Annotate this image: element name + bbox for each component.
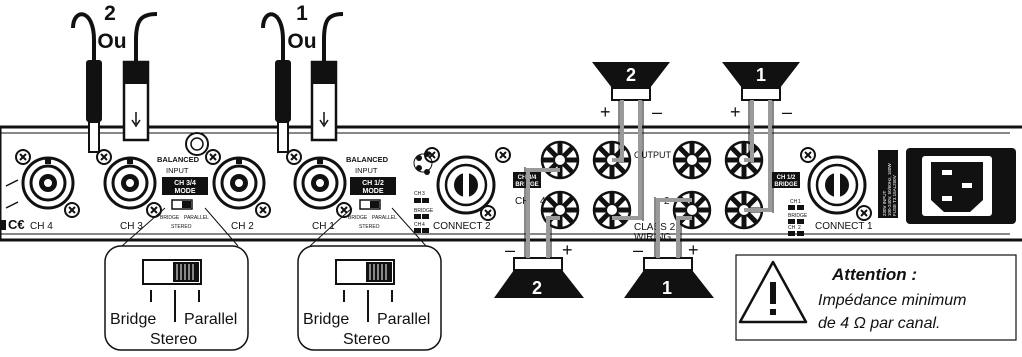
svg-text:BRIDGE: BRIDGE — [788, 213, 808, 219]
svg-text:PARALLEL: PARALLEL — [372, 215, 397, 221]
svg-text:100-240V, 50/60Hz, 160W: 100-240V, 50/60Hz, 160W — [887, 163, 892, 216]
svg-text:CH: CH — [790, 199, 798, 205]
switch-zoom-1: Bridge Parallel Stereo — [104, 245, 249, 351]
svg-text:–: – — [782, 102, 792, 122]
input-label-34: INPUT — [166, 166, 189, 175]
svg-text:4: 4 — [422, 222, 425, 228]
link-jack-right: CH 1 BRIDGE CH 2 — [788, 199, 808, 236]
svg-text:CH 1/2: CH 1/2 — [777, 175, 796, 181]
balanced-label-34: BALANCED — [157, 155, 200, 164]
speakon-connect-1 — [807, 155, 867, 215]
xlr-cable-1 — [322, 12, 344, 62]
svg-text:Stereo: Stereo — [150, 331, 197, 348]
speaker-2-top: 2 + – — [592, 62, 670, 122]
svg-text:–: – — [652, 102, 662, 122]
svg-text:BRIDGE: BRIDGE — [160, 215, 180, 221]
svg-text:1: 1 — [662, 278, 672, 298]
svg-text:2: 2 — [626, 65, 636, 85]
xlr-jack-ch3 — [103, 156, 157, 210]
link-jack-left: CH 3 BRIDGE CH 4 — [413, 151, 434, 233]
cable-2-number: 2 — [104, 2, 116, 25]
speaker-wires — [526, 100, 772, 258]
cable-1-number: 1 — [296, 2, 308, 25]
svg-text:Parallel: Parallel — [184, 311, 237, 328]
svg-text:+: + — [562, 240, 573, 260]
svg-text:CH: CH — [515, 196, 529, 207]
svg-text:PARALLEL: PARALLEL — [184, 215, 209, 221]
ce-mark: C€ — [8, 217, 25, 232]
xlr-jack-ch4 — [21, 156, 75, 210]
svg-text:+: + — [600, 102, 611, 122]
speakon-connect-2 — [436, 155, 496, 215]
svg-text:2: 2 — [798, 225, 801, 231]
svg-text:Parallel: Parallel — [377, 311, 430, 328]
cable-2-ou: Ou — [97, 30, 126, 53]
attention-line2: de 4 Ω par canal. — [818, 315, 940, 332]
ch2-label: CH 2 — [231, 221, 254, 232]
svg-text:STEREO: STEREO — [359, 224, 380, 230]
xlr-jack-ch2 — [212, 156, 266, 210]
amp-chassis-outline — [0, 125, 1022, 242]
ch4-label: CH 4 — [30, 221, 53, 232]
ch12-mode-line2: MODE — [363, 188, 384, 195]
ch34-mode-line1: CH 3/4 — [174, 180, 196, 187]
connect-1-label: CONNECT 1 — [815, 221, 873, 232]
speaker-1-bottom: 1 – + — [624, 240, 714, 298]
svg-text:BRIDGE: BRIDGE — [348, 215, 368, 221]
ch34-mode-line2: MODE — [175, 188, 196, 195]
trs-cable-2 — [71, 12, 96, 140]
cable-1-ou: Ou — [287, 30, 316, 53]
balanced-label-12: BALANCED — [346, 155, 389, 164]
ch12-mode-line1: CH 1/2 — [362, 180, 384, 187]
svg-text:CH: CH — [788, 225, 796, 231]
svg-text:3: 3 — [422, 191, 425, 197]
svg-text:Bridge: Bridge — [303, 311, 349, 328]
svg-text:1: 1 — [798, 199, 801, 205]
ch3-label: CH 3 — [120, 221, 143, 232]
svg-text:+: + — [730, 102, 741, 122]
svg-text:STEREO: STEREO — [171, 224, 192, 230]
xlr-cable-2 — [134, 12, 158, 62]
svg-text:Stereo: Stereo — [343, 331, 390, 348]
connect-2-label: CONNECT 2 — [433, 221, 491, 232]
xlr-jack-ch1 — [293, 156, 347, 210]
svg-text:–: – — [505, 240, 515, 260]
svg-text:CH: CH — [414, 222, 422, 228]
attention-box: Attention : Impédance minimum de 4 Ω par… — [735, 254, 1017, 341]
speaker-1-top: 1 + – — [722, 62, 800, 122]
wiring-label: WIRING — [634, 232, 671, 243]
svg-text:+: + — [688, 240, 699, 260]
speaker-2-bottom: 2 – + — [494, 240, 584, 298]
svg-text:BRIDGE: BRIDGE — [774, 182, 797, 188]
svg-text:2: 2 — [532, 278, 542, 298]
svg-text:230V INPUT: 230V INPUT — [882, 190, 887, 216]
trs-cable-1 — [261, 12, 285, 140]
output-label: OUTPUT — [634, 150, 672, 160]
svg-text:CH: CH — [414, 191, 422, 197]
svg-text:–: – — [633, 240, 643, 260]
svg-text:FUSE T3.15AL250V: FUSE T3.15AL250V — [892, 175, 897, 216]
svg-text:BRIDGE: BRIDGE — [414, 208, 434, 214]
iec-power-inlet — [906, 148, 1016, 224]
ch1-label: CH 1 — [312, 221, 335, 232]
attention-line1: Impédance minimum — [818, 292, 967, 309]
attention-title: Attention : — [831, 265, 917, 284]
svg-text:4: 4 — [540, 196, 546, 207]
switch-zoom-2: Bridge Parallel Stereo — [297, 245, 442, 351]
svg-text:1: 1 — [756, 65, 766, 85]
svg-text:Bridge: Bridge — [110, 311, 156, 328]
input-label-12: INPUT — [355, 166, 378, 175]
